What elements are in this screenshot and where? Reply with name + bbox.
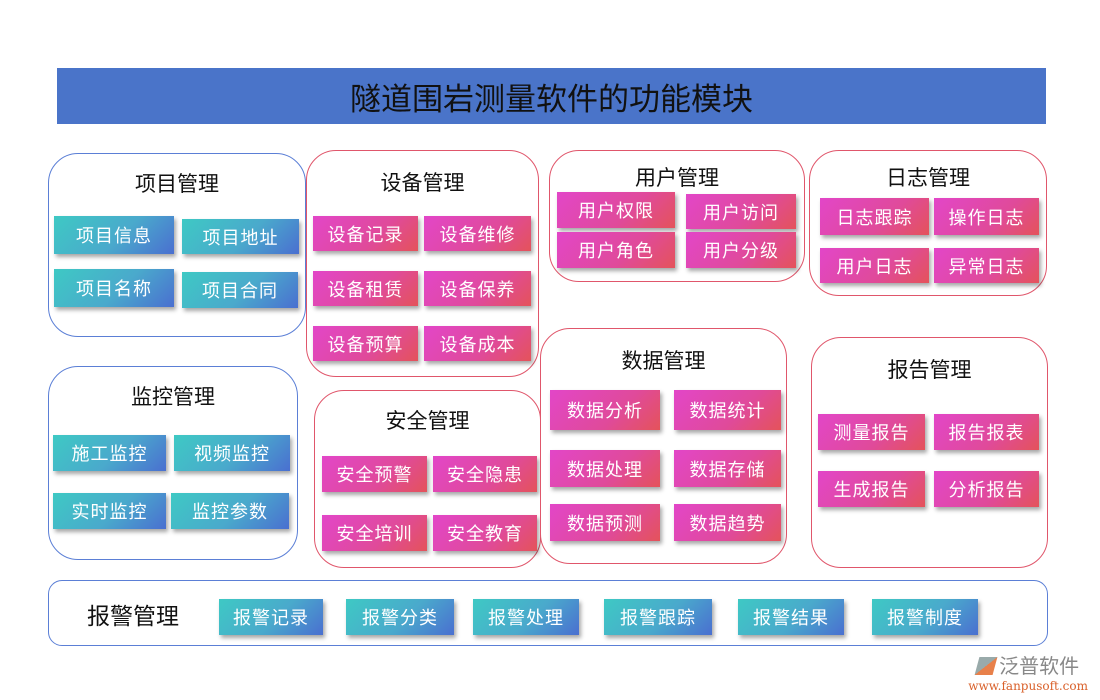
- module-button[interactable]: 数据处理: [550, 450, 660, 487]
- module-button[interactable]: 设备成本: [424, 326, 531, 361]
- module-button[interactable]: 项目合同: [182, 272, 298, 308]
- module-button[interactable]: 报警记录: [219, 599, 323, 635]
- panel-safety: 安全管理 安全预警 安全隐患 安全培训 安全教育: [314, 390, 541, 568]
- panel-title: 项目管理: [135, 172, 219, 196]
- module-button[interactable]: 报警处理: [473, 599, 579, 635]
- panel-project: 项目管理 项目信息 项目地址 项目名称 项目合同: [48, 153, 306, 337]
- module-button[interactable]: 数据分析: [550, 390, 660, 430]
- logo-name: 泛普软件: [999, 654, 1080, 678]
- module-button[interactable]: 用户分级: [686, 232, 796, 268]
- module-button[interactable]: 设备预算: [313, 326, 418, 361]
- module-button[interactable]: 用户权限: [557, 192, 675, 228]
- module-button[interactable]: 用户日志: [820, 248, 929, 283]
- logo-icon: [974, 657, 998, 675]
- logo-url: www.fanpusoft.com: [968, 679, 1088, 693]
- module-button[interactable]: 安全教育: [433, 515, 537, 551]
- module-button[interactable]: 生成报告: [818, 471, 925, 507]
- module-button[interactable]: 项目地址: [182, 219, 299, 254]
- panel-title: 报警管理: [87, 604, 179, 630]
- module-button[interactable]: 数据统计: [674, 390, 781, 430]
- module-button[interactable]: 报告报表: [934, 414, 1039, 450]
- module-button[interactable]: 用户访问: [686, 194, 796, 229]
- module-button[interactable]: 异常日志: [934, 248, 1039, 283]
- module-button[interactable]: 施工监控: [53, 435, 166, 471]
- panel-title: 安全管理: [385, 409, 470, 433]
- brand-logo: 泛普软件 www.fanpusoft.com: [968, 650, 1088, 693]
- module-button[interactable]: 设备维修: [424, 216, 531, 251]
- module-button[interactable]: 设备租赁: [313, 271, 418, 306]
- module-button[interactable]: 报警制度: [872, 599, 978, 635]
- module-button[interactable]: 安全培训: [322, 515, 427, 551]
- page-title: 隧道围岩测量软件的功能模块: [57, 68, 1046, 124]
- module-button[interactable]: 项目名称: [54, 269, 174, 307]
- module-button[interactable]: 用户角色: [557, 232, 675, 268]
- module-button[interactable]: 日志跟踪: [820, 198, 929, 235]
- module-button[interactable]: 数据存储: [674, 450, 781, 487]
- module-button[interactable]: 监控参数: [171, 493, 289, 529]
- panel-monitor: 监控管理 施工监控 视频监控 实时监控 监控参数: [48, 366, 298, 560]
- module-button[interactable]: 报警跟踪: [604, 599, 712, 635]
- panel-title: 日志管理: [886, 166, 970, 190]
- panel-title: 数据管理: [621, 349, 706, 373]
- panel-user: 用户管理 用户权限 用户访问 用户角色 用户分级: [549, 150, 805, 282]
- panel-device: 设备管理 设备记录 设备维修 设备租赁 设备保养 设备预算 设备成本: [306, 150, 539, 377]
- panel-data: 数据管理 数据分析 数据统计 数据处理 数据存储 数据预测 数据趋势: [540, 328, 787, 564]
- panel-log: 日志管理 日志跟踪 操作日志 用户日志 异常日志: [809, 150, 1047, 296]
- module-button[interactable]: 实时监控: [53, 493, 166, 529]
- module-button[interactable]: 分析报告: [934, 471, 1039, 507]
- module-button[interactable]: 设备记录: [313, 216, 418, 251]
- panel-title: 用户管理: [635, 166, 719, 190]
- panel-title: 监控管理: [131, 385, 215, 409]
- module-button[interactable]: 数据趋势: [674, 504, 781, 541]
- module-button[interactable]: 安全预警: [322, 456, 427, 492]
- panel-alarm: 报警管理 报警记录 报警分类 报警处理 报警跟踪 报警结果 报警制度: [48, 580, 1048, 646]
- module-button[interactable]: 操作日志: [934, 198, 1039, 235]
- panel-title: 报告管理: [887, 358, 972, 382]
- module-button[interactable]: 报警结果: [738, 599, 844, 635]
- module-button[interactable]: 项目信息: [54, 216, 174, 254]
- module-button[interactable]: 安全隐患: [433, 456, 537, 492]
- panel-title: 设备管理: [380, 171, 465, 195]
- module-button[interactable]: 报警分类: [346, 599, 454, 635]
- module-button[interactable]: 设备保养: [424, 271, 531, 306]
- module-button[interactable]: 数据预测: [550, 504, 660, 541]
- panel-report: 报告管理 测量报告 报告报表 生成报告 分析报告: [811, 337, 1048, 568]
- module-button[interactable]: 视频监控: [174, 435, 290, 471]
- module-button[interactable]: 测量报告: [818, 414, 925, 450]
